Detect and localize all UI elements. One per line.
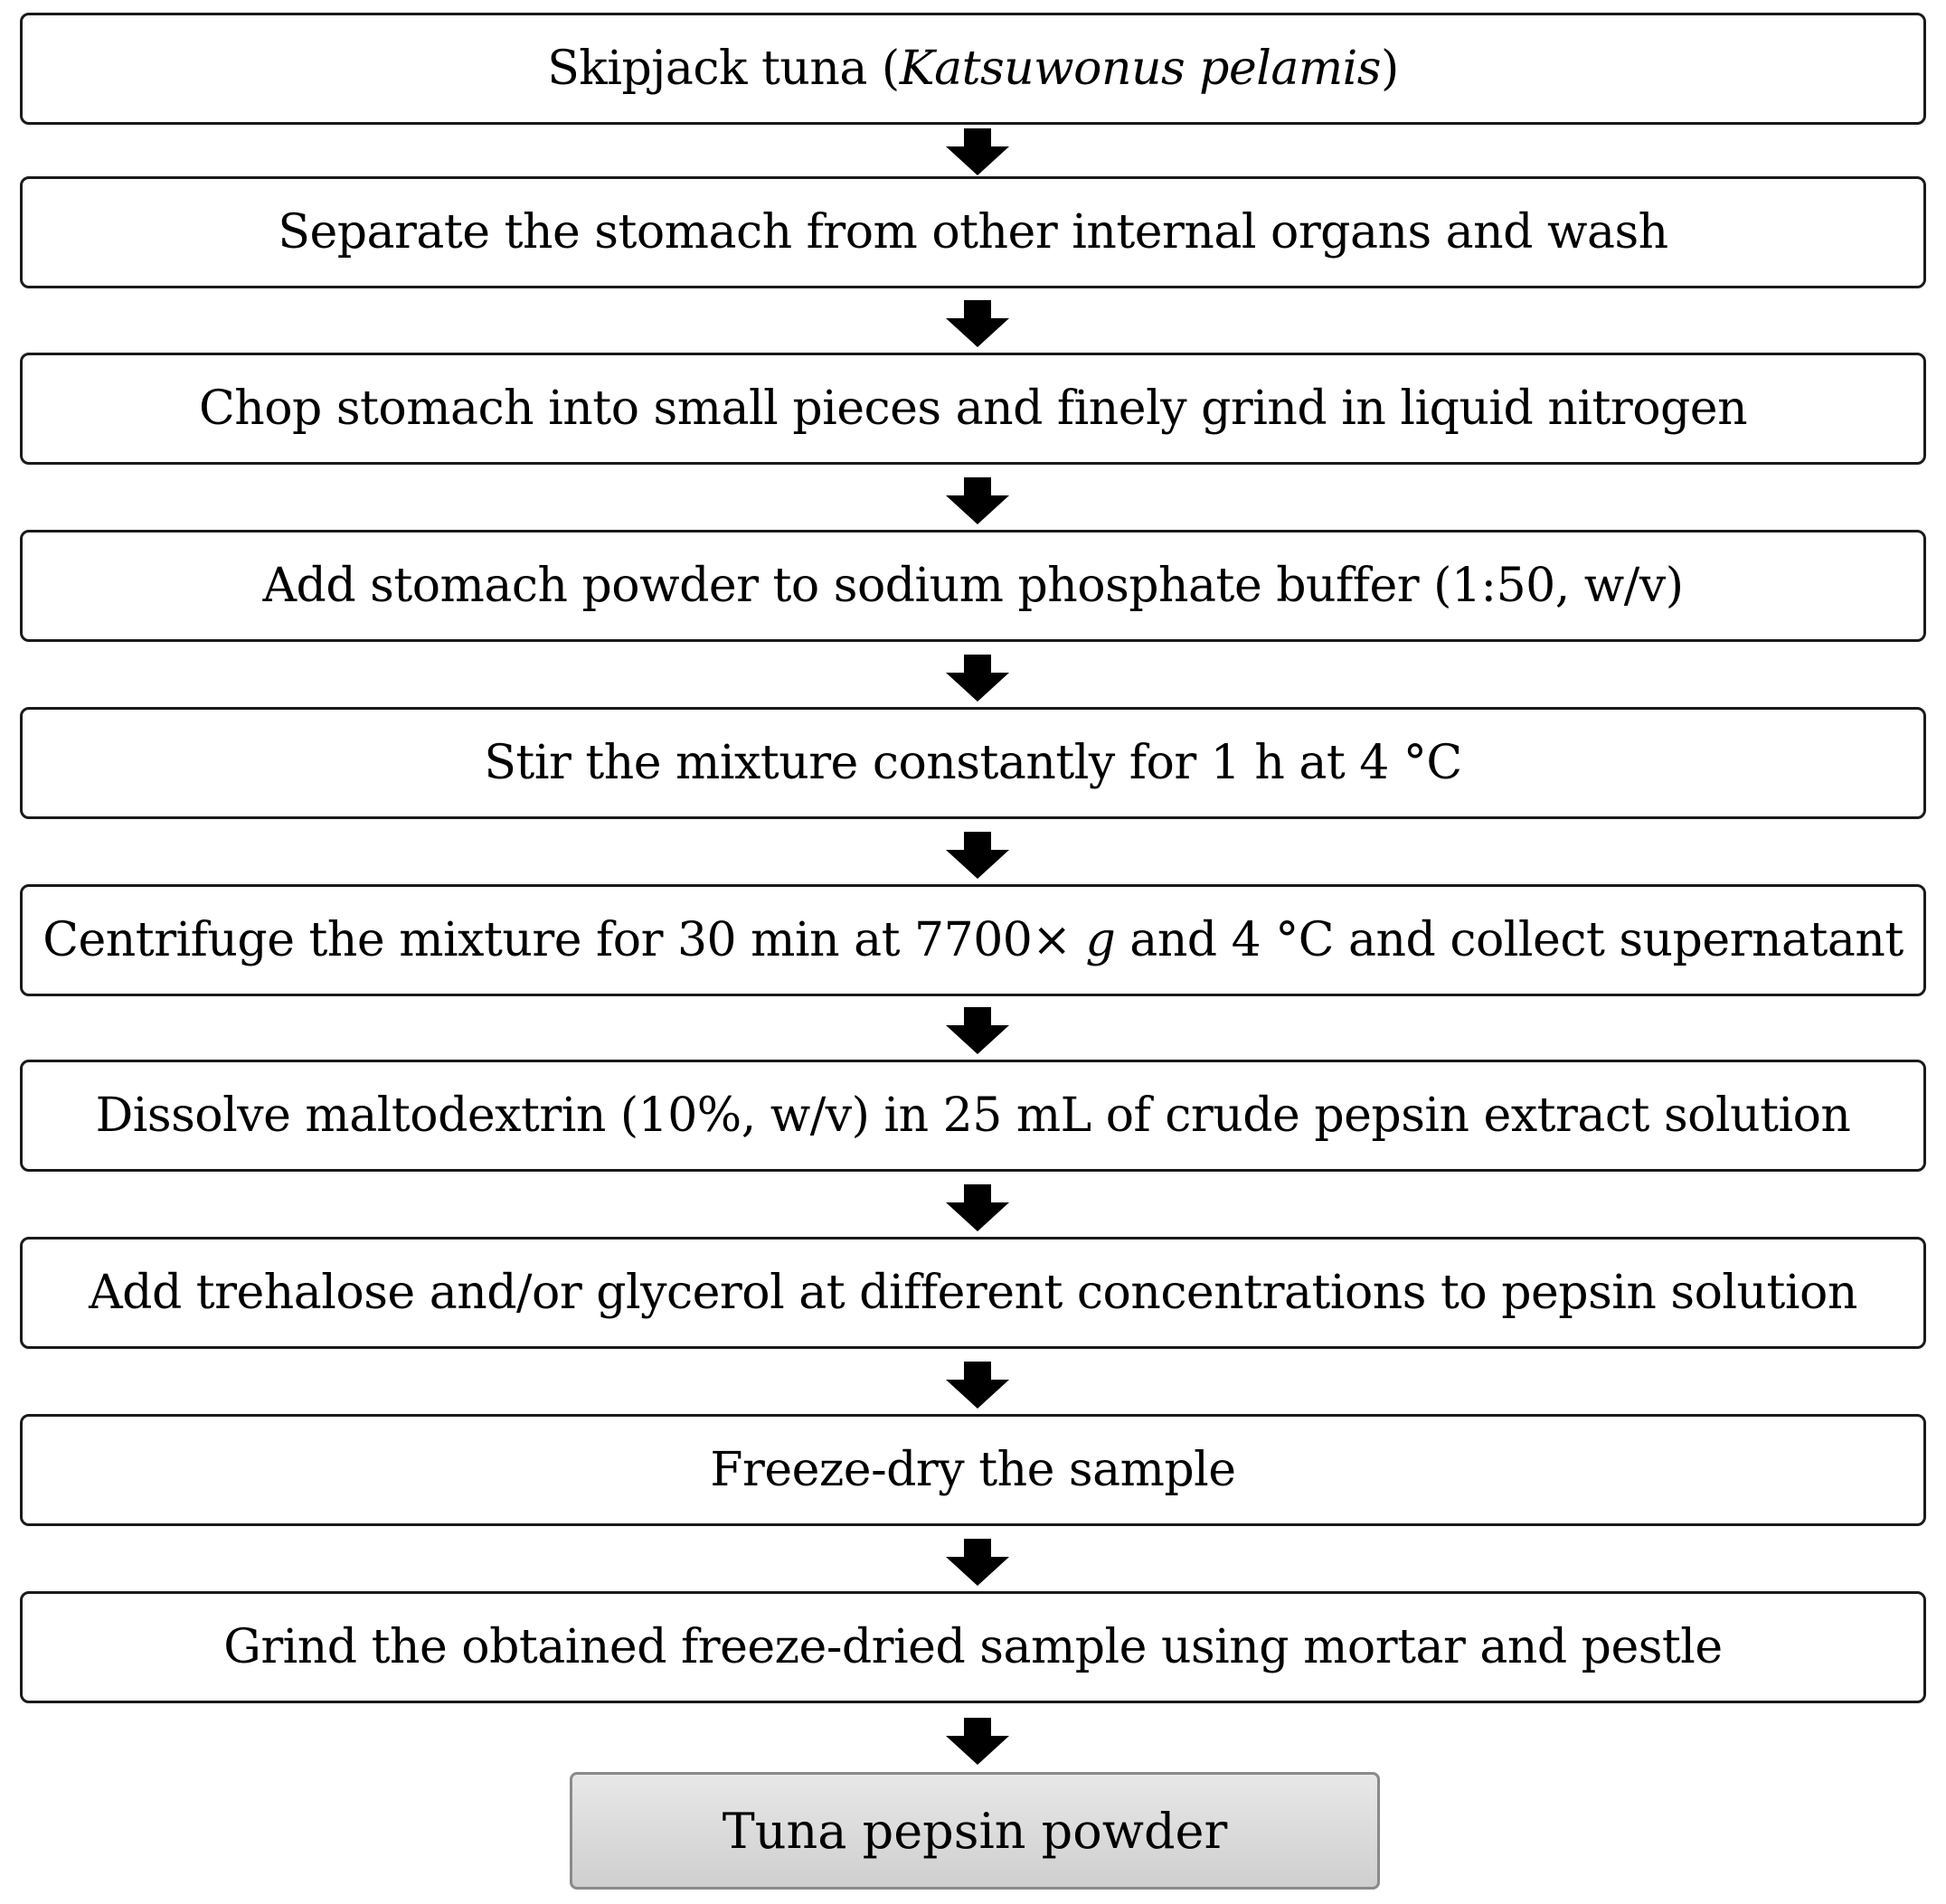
down-arrow-icon (946, 1539, 1009, 1586)
step-3-text: Chop stomach into small pieces and finel… (198, 382, 1748, 436)
down-arrow-icon (946, 1184, 1009, 1231)
step-8-text: Add trehalose and/or glycerol at differe… (89, 1266, 1857, 1320)
step-7-box: Dissolve maltodextrin (10%, w/v) in 25 m… (20, 1060, 1926, 1172)
step-1-text: Skipjack tuna (Katsuwonus pelamis) (547, 42, 1399, 96)
step-10-text: Grind the obtained freeze-dried sample u… (223, 1620, 1723, 1674)
step-2-box: Separate the stomach from other internal… (20, 176, 1926, 288)
step-2-text: Separate the stomach from other internal… (278, 205, 1668, 259)
step-3-box: Chop stomach into small pieces and finel… (20, 353, 1926, 465)
step-6-box: Centrifuge the mixture for 30 min at 770… (20, 884, 1926, 996)
step-9-box: Freeze-dry the sample (20, 1414, 1926, 1526)
step-7-text: Dissolve maltodextrin (10%, w/v) in 25 m… (95, 1089, 1851, 1143)
down-arrow-icon (946, 1362, 1009, 1409)
down-arrow-icon (946, 655, 1009, 702)
down-arrow-icon (946, 300, 1009, 347)
step-8-box: Add trehalose and/or glycerol at differe… (20, 1237, 1926, 1349)
step-10-box: Grind the obtained freeze-dried sample u… (20, 1591, 1926, 1703)
step-5-box: Stir the mixture constantly for 1 h at 4… (20, 707, 1926, 819)
step-5-text: Stir the mixture constantly for 1 h at 4… (484, 736, 1462, 790)
step-4-box: Add stomach powder to sodium phosphate b… (20, 530, 1926, 642)
down-arrow-icon (946, 477, 1009, 524)
step-9-text: Freeze-dry the sample (710, 1443, 1236, 1497)
down-arrow-icon (946, 128, 1009, 175)
final-result-box: Tuna pepsin powder (570, 1772, 1380, 1890)
down-arrow-icon (946, 1718, 1009, 1765)
down-arrow-icon (946, 832, 1009, 879)
step-4-text: Add stomach powder to sodium phosphate b… (262, 559, 1684, 613)
final-result-text: Tuna pepsin powder (722, 1802, 1228, 1860)
step-6-text: Centrifuge the mixture for 30 min at 770… (43, 913, 1903, 967)
down-arrow-icon (946, 1007, 1009, 1054)
step-1-box: Skipjack tuna (Katsuwonus pelamis) (20, 13, 1926, 125)
